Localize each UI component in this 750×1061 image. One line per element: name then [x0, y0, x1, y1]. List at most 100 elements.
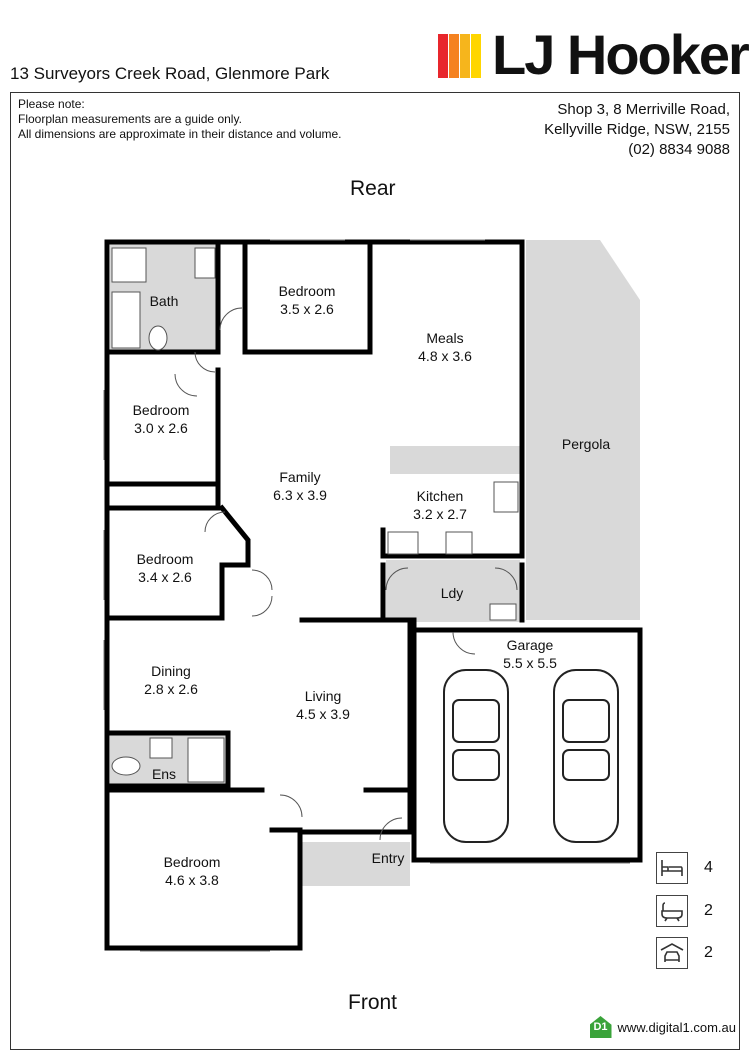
agency-name: LJ Hooker	[492, 23, 750, 86]
feature-bathrooms: 2	[656, 895, 713, 927]
wall-bath	[104, 239, 221, 355]
room-main-bedroom: Bedroom 4.6 x 3.8	[164, 853, 221, 889]
room-pergola: Pergola	[562, 435, 610, 453]
kitchen-bench-unit	[387, 531, 419, 555]
feature-bedrooms: 4	[656, 852, 713, 884]
walls	[104, 239, 643, 951]
compass-rear: Rear	[350, 177, 396, 200]
office-suburb: Kellyville Ridge, NSW, 2155	[544, 121, 730, 138]
office-phone: (02) 8834 9088	[628, 141, 730, 158]
room-name: Bedroom	[136, 551, 194, 567]
note-line: Please note:	[18, 97, 85, 111]
room-living: Living 4.5 x 3.9	[296, 687, 350, 723]
door-swing	[379, 817, 403, 841]
office-details: Shop 3, 8 Merriville Road, Kellyville Ri…	[544, 100, 730, 160]
door-swing	[174, 373, 198, 397]
room-name: Ldy	[440, 585, 464, 601]
room-size: 2.8 x 2.6	[144, 681, 198, 697]
room-size: 4.8 x 3.6	[418, 348, 472, 364]
room-laundry: Ldy	[441, 584, 464, 602]
note-line: Floorplan measurements are a guide only.	[18, 112, 242, 126]
room-bedroom-1: Bedroom 3.5 x 2.6	[279, 282, 336, 318]
agency-logo: LJ Hooker	[438, 23, 750, 88]
room-bedroom-2: Bedroom 3.0 x 2.6	[133, 401, 190, 437]
wall-ensuite	[104, 730, 231, 789]
door-swing	[279, 794, 303, 818]
door-swing	[219, 307, 243, 331]
bathtub-icon	[656, 895, 688, 927]
plan-frame	[10, 92, 740, 1050]
office-street: Shop 3, 8 Merriville Road,	[557, 101, 730, 118]
bed-icon	[656, 852, 688, 884]
car-right-roof	[562, 749, 610, 781]
room-garage: Garage 5.5 x 5.5	[503, 636, 557, 672]
door-swing	[494, 567, 518, 591]
ensuite-shower	[187, 737, 225, 783]
bathtub-fixture	[111, 291, 141, 349]
room-size: 4.6 x 3.8	[165, 872, 219, 888]
room-entry: Entry	[372, 849, 405, 867]
room-size: 3.0 x 2.6	[134, 420, 188, 436]
property-address: 13 Surveyors Creek Road, Glenmore Park	[10, 64, 330, 83]
pergola-area	[526, 240, 640, 620]
wall-kitchen	[380, 527, 525, 559]
room-name: Entry	[371, 850, 405, 866]
room-size: 3.4 x 2.6	[138, 569, 192, 585]
wall-garage	[411, 617, 643, 863]
room-name: Meals	[426, 330, 464, 346]
compass-front: Front	[348, 991, 398, 1014]
ensuite-basin	[149, 737, 173, 759]
room-name: Dining	[151, 663, 191, 679]
door-swing	[385, 567, 409, 591]
garage-car-icon	[656, 937, 688, 969]
feature-parking: 2	[656, 937, 713, 969]
kitchen-bench-area	[390, 446, 520, 474]
room-kitchen: Kitchen 3.2 x 2.7	[413, 487, 467, 523]
room-name: Ens	[151, 766, 177, 782]
disclaimer-note: Please note: Floorplan measurements are …	[18, 97, 342, 142]
note-line: All dimensions are approximate in their …	[18, 127, 342, 141]
logo-bar-amber	[460, 34, 470, 78]
room-name: Living	[304, 688, 342, 704]
room-bath: Bath	[150, 292, 179, 310]
room-bedroom-3: Bedroom 3.4 x 2.6	[137, 550, 194, 586]
room-name: Garage	[506, 637, 554, 653]
fixtures	[111, 247, 519, 783]
robe-doors	[251, 569, 273, 617]
room-size: 3.2 x 2.7	[413, 506, 467, 522]
car-left-roof	[452, 749, 500, 781]
room-name: Bedroom	[132, 402, 190, 418]
laundry-tub	[489, 603, 517, 621]
room-meals: Meals 4.8 x 3.6	[418, 329, 472, 365]
room-size: 3.5 x 2.6	[280, 301, 334, 317]
room-name: Pergola	[561, 436, 611, 452]
room-name: Kitchen	[416, 488, 464, 504]
toilet-fixture	[111, 756, 141, 776]
photographer-watermark: D1 www.digital1.com.au	[589, 1016, 736, 1038]
digital1-logo-icon: D1	[589, 1016, 612, 1038]
room-family: Family 6.3 x 3.9	[273, 468, 327, 504]
room-name: Family	[279, 469, 321, 485]
windows	[103, 239, 630, 952]
room-ensuite: Ens	[152, 765, 176, 783]
wall-bedroom-2	[104, 367, 221, 511]
bathroom-count: 2	[704, 902, 713, 919]
cars	[443, 669, 619, 843]
parking-count: 2	[704, 944, 713, 961]
door-swing	[194, 351, 216, 373]
logo-bar-yellow	[471, 34, 481, 78]
shower-fixture	[111, 247, 147, 283]
room-name: Bath	[149, 293, 179, 309]
bedroom-count: 4	[704, 859, 713, 876]
room-size: 5.5 x 5.5	[503, 655, 557, 671]
wall-entry	[297, 617, 413, 951]
logo-bar-red	[438, 34, 448, 78]
entry-area	[302, 842, 410, 886]
room-size: 6.3 x 3.9	[273, 487, 327, 503]
cooktop	[445, 531, 473, 555]
door-swing	[204, 511, 226, 533]
car-right-window	[562, 699, 610, 743]
room-size: 4.5 x 3.9	[296, 706, 350, 722]
car-left-window	[452, 699, 500, 743]
room-name: Bedroom	[278, 283, 336, 299]
